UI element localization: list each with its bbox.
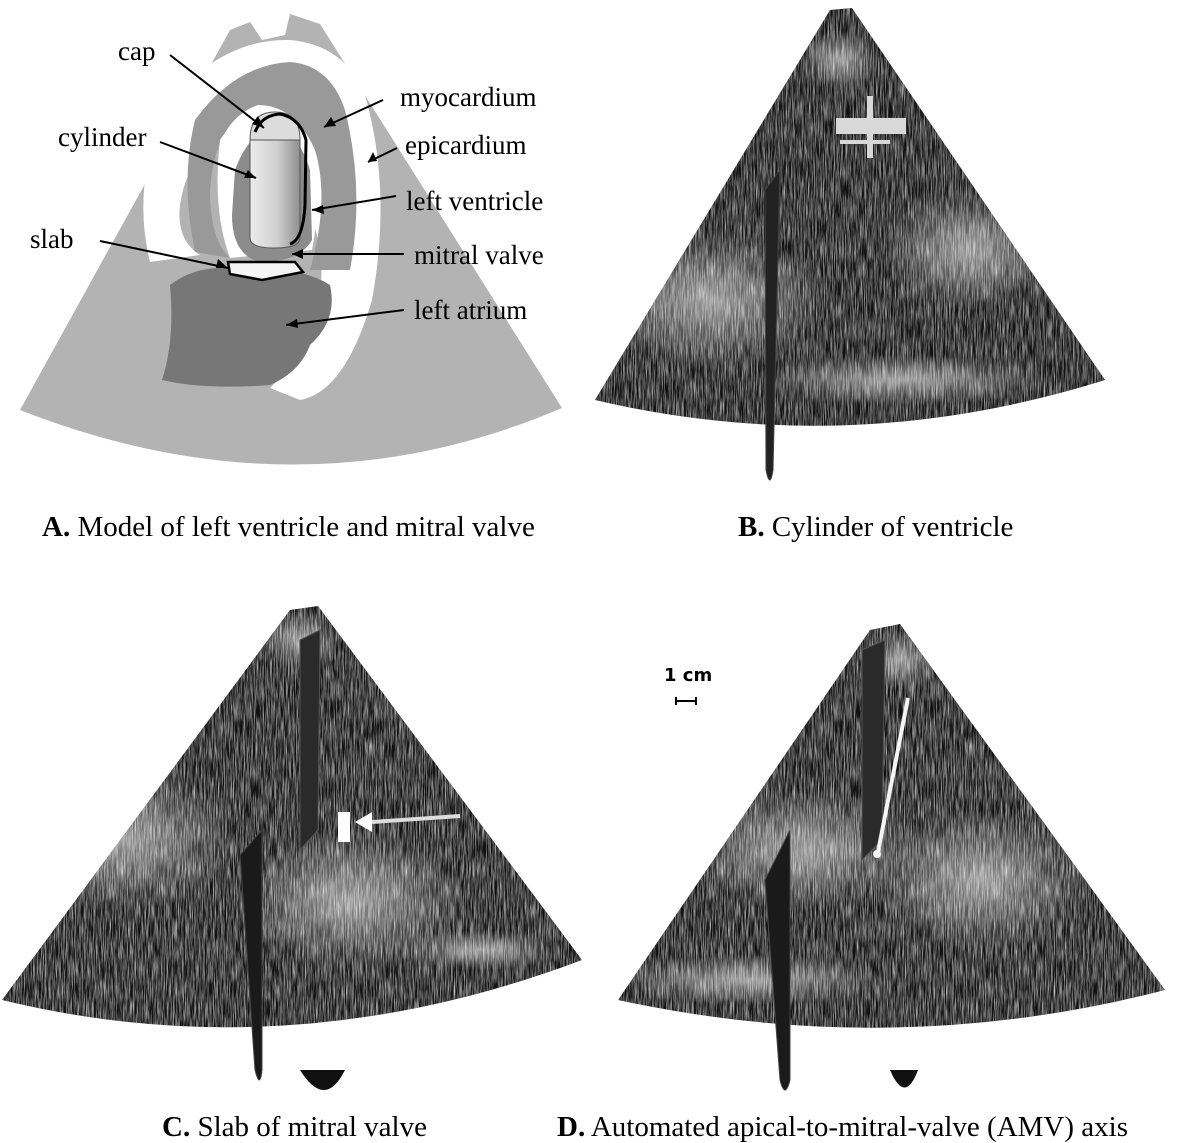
panel-d-ultrasound: 1 cm [600,600,1179,1100]
probe-tip-d [890,1070,918,1088]
label-myocardium: myocardium [400,84,536,111]
panel-a-model: cap cylinder slab myocardium epicardium … [0,0,600,500]
caption-b: B. Cylinder of ventricle [738,513,1013,542]
label-slab: slab [30,226,74,253]
caption-a: A. Model of left ventricle and mitral va… [42,513,535,542]
label-cap: cap [118,38,155,65]
label-mitral-valve: mitral valve [414,242,544,269]
caption-d-text: Automated apical-to-mitral-valve (AMV) a… [591,1111,1128,1143]
caption-c-text: Slab of mitral valve [197,1111,427,1143]
vertical-plane-c2 [300,630,320,850]
cylinder-shape [250,140,300,248]
caption-d: D. Automated apical-to-mitral-valve (AMV… [557,1113,1128,1142]
caption-d-letter: D. [557,1111,585,1143]
label-epicardium: epicardium [405,132,526,159]
label-left-atrium: left atrium [414,297,527,324]
panel-b-ultrasound [590,0,1170,500]
caption-b-letter: B. [738,511,765,543]
label-left-ventricle: left ventricle [406,188,543,215]
panel-c-ultrasound [0,600,600,1100]
caption-b-text: Cylinder of ventricle [772,511,1014,543]
label-cylinder: cylinder [58,124,146,151]
ultrasound-image-b [590,0,1170,500]
probe-tip-c [300,1070,345,1090]
scale-bar-label: 1 cm [664,665,712,686]
caption-a-letter: A. [42,511,70,543]
caption-a-text: Model of left ventricle and mitral valve [77,511,534,543]
caption-c: C. Slab of mitral valve [162,1113,427,1142]
ultrasound-image-c [0,600,600,1100]
scale-bar [674,696,698,706]
caption-c-letter: C. [162,1111,190,1143]
